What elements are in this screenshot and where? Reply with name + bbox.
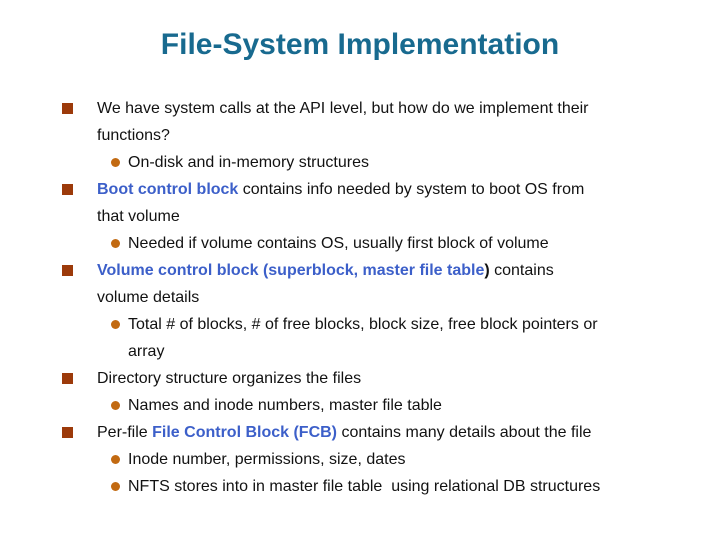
square-bullet-icon <box>62 265 73 276</box>
circle-bullet-icon <box>111 158 120 167</box>
bullet-segment-term: File Control Block (FCB) <box>152 424 338 441</box>
sub-bullet-item: Names and inode numbers, master file tab… <box>62 392 700 419</box>
sub-bullet-item: Inode number, permissions, size, dates <box>62 446 700 473</box>
sub-bullet-text: NFTS stores into in master file table us… <box>128 478 601 495</box>
bullet-segment: We have system calls at the API level, b… <box>97 100 589 144</box>
bullet-segment: contains volume details <box>97 262 554 306</box>
sub-bullet-text: Needed if volume contains OS, usually fi… <box>128 235 549 252</box>
circle-bullet-icon <box>111 401 120 410</box>
bullet-segment: Directory structure organizes the files <box>97 370 362 387</box>
circle-bullet-icon <box>111 482 120 491</box>
square-bullet-icon <box>62 427 73 438</box>
circle-bullet-icon <box>111 320 120 329</box>
slide-content: We have system calls at the API level, b… <box>62 95 700 500</box>
circle-bullet-icon <box>111 455 120 464</box>
circle-bullet-icon <box>111 239 120 248</box>
bullet-item: We have system calls at the API level, b… <box>62 95 700 149</box>
bullet-text: Per-file File Control Block (FCB) contai… <box>97 419 591 446</box>
sub-bullet-item: On-disk and in-memory structures <box>62 149 700 176</box>
bullet-segment: ) <box>484 262 490 279</box>
bullet-text: Directory structure organizes the files <box>97 365 361 392</box>
square-bullet-icon <box>62 184 73 195</box>
sub-bullet-text: Names and inode numbers, master file tab… <box>128 397 442 414</box>
square-bullet-icon <box>62 103 73 114</box>
sub-bullet-item: Needed if volume contains OS, usually fi… <box>62 230 700 257</box>
bullet-text: Volume control block (superblock, master… <box>97 257 554 311</box>
bullet-item: Volume control block (superblock, master… <box>62 257 700 311</box>
bullet-segment: Per-file <box>97 424 153 441</box>
sub-bullet-text: Total # of blocks, # of free blocks, blo… <box>128 316 598 360</box>
bullet-segment-term: Volume control block (superblock, master… <box>97 262 485 279</box>
sub-bullet-item: NFTS stores into in master file table us… <box>62 473 700 500</box>
bullet-text: We have system calls at the API level, b… <box>97 95 589 149</box>
sub-bullet-item: Total # of blocks, # of free blocks, blo… <box>62 311 700 365</box>
sub-bullet-text: Inode number, permissions, size, dates <box>128 451 406 468</box>
bullet-segment-term: Boot control block <box>97 181 239 198</box>
bullet-item: Per-file File Control Block (FCB) contai… <box>62 419 700 446</box>
bullet-item: Directory structure organizes the files <box>62 365 700 392</box>
slide-title: File-System Implementation <box>160 28 560 61</box>
bullet-text: Boot control block contains info needed … <box>97 176 584 230</box>
sub-bullet-text: On-disk and in-memory structures <box>128 154 369 171</box>
square-bullet-icon <box>62 373 73 384</box>
bullet-segment: contains info needed by system to boot O… <box>97 181 585 225</box>
bullet-item: Boot control block contains info needed … <box>62 176 700 230</box>
bullet-segment: contains many details about the file <box>337 424 592 441</box>
